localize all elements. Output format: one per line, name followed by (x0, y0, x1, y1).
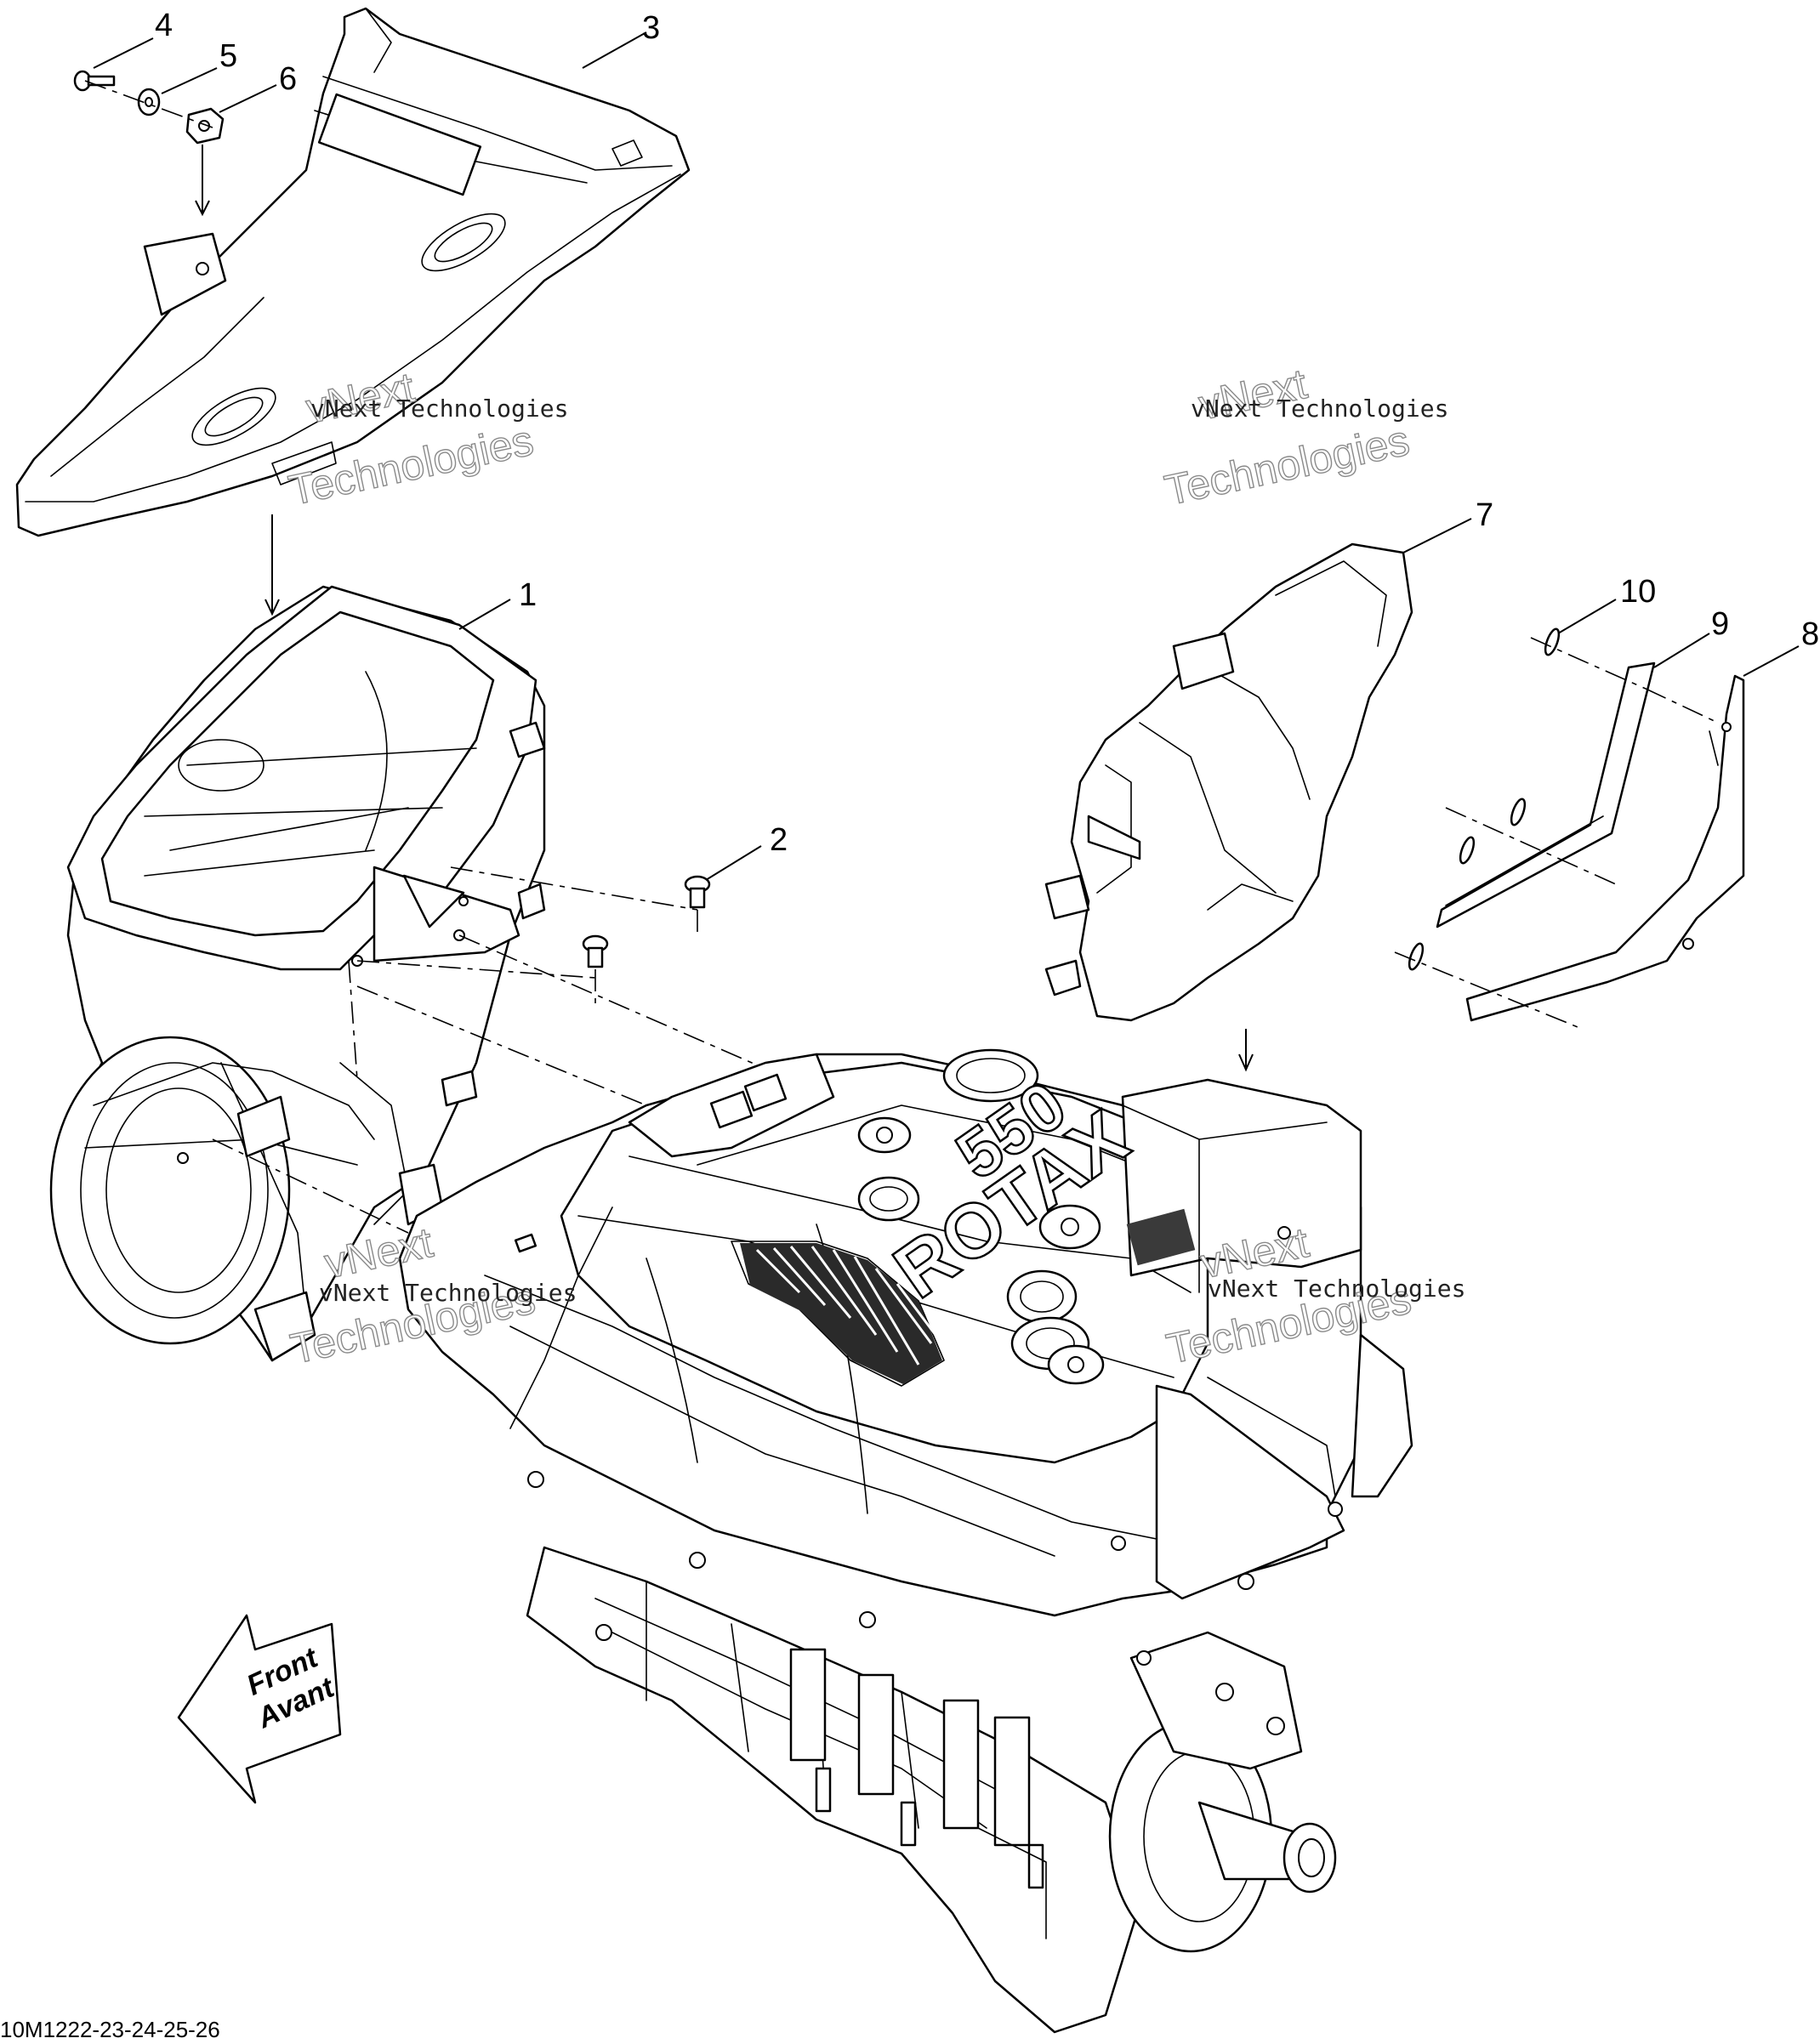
callout-6: 6 (279, 61, 297, 97)
callout-8: 8 (1801, 616, 1819, 652)
leader-lines (93, 31, 1800, 881)
diagram-code: 10M1222-23-24-25-26 (0, 2017, 220, 2042)
watermark-line-bottom-left: vNext Technologies (319, 1279, 577, 1307)
deflector-plate-part-9 (1436, 661, 1656, 928)
callout-10: 10 (1620, 574, 1656, 610)
watermark-line-bottom-right: vNext Technologies (1208, 1275, 1465, 1303)
washer-part-5 (137, 88, 161, 116)
watermark-line-top-right: vNext Technologies (1191, 395, 1448, 423)
upper-cover-part-3 (15, 7, 691, 537)
watermark-line-top-left: vNext Technologies (310, 395, 568, 423)
screw-part-2-lower (582, 934, 609, 968)
bolt-part-4 (73, 70, 116, 92)
screw-part-2-upper (684, 875, 711, 909)
clips-part-10 (1408, 627, 1561, 971)
front-direction-arrow: Front Avant (177, 1614, 342, 1804)
clip-nut-part-6 (185, 107, 225, 145)
callout-9: 9 (1711, 606, 1729, 642)
fan-housing-part-1 (49, 585, 546, 1362)
watermark-top-right: vNext Technologies (1160, 359, 1414, 514)
callout-2: 2 (770, 822, 788, 858)
deflector-plate-part-8 (1465, 674, 1745, 1022)
callout-7: 7 (1476, 497, 1493, 533)
engine-assembly (398, 1048, 1413, 2034)
callout-3: 3 (642, 10, 660, 46)
callout-5: 5 (219, 38, 237, 74)
air-intake-duct-part-7 (1044, 542, 1413, 1022)
callout-1: 1 (519, 577, 537, 613)
svg-text:Technologies: Technologies (1161, 417, 1413, 514)
callout-4: 4 (155, 8, 173, 43)
